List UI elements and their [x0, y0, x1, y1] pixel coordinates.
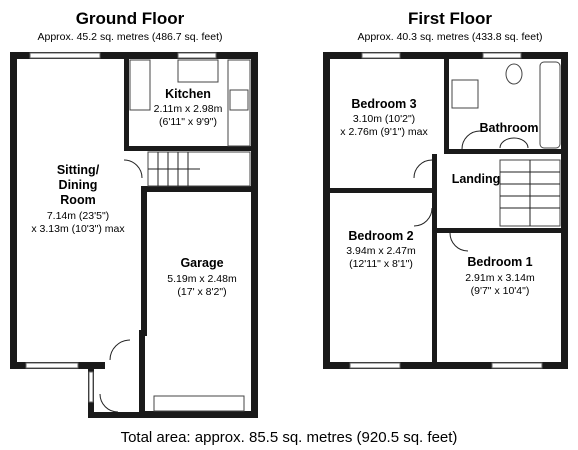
- bathtub: [539, 61, 561, 149]
- gf-bottom-wall-garage: [140, 411, 258, 418]
- garage-top-wall: [141, 186, 258, 192]
- front-door: [99, 393, 119, 413]
- bedroom1-dims-metric: 2.91m x 3.14m: [465, 272, 535, 284]
- ff-stairs: [499, 159, 561, 227]
- ff-right-wall: [561, 52, 568, 368]
- bedroom1-top-wall: [437, 228, 561, 233]
- kitchen-dims-imperial: (6'11" x 9'9"): [159, 116, 217, 128]
- sitting-window-bottom: [25, 362, 79, 369]
- gf-window-top-left: [29, 52, 101, 59]
- bedroom1-window: [491, 362, 543, 369]
- bathroom-bottom-wall: [444, 149, 568, 154]
- bedroom1-label: Bedroom 1: [467, 255, 532, 269]
- ff-bottom-wall: [323, 362, 568, 369]
- sitting-dims-line2: x 3.13m (10'3") max: [31, 223, 125, 235]
- gf-top-wall: [10, 52, 258, 59]
- bedroom2-top-wall: [330, 188, 432, 193]
- bedroom3-window: [361, 52, 401, 59]
- gf-hall-door: [123, 159, 143, 179]
- porch-bottom-wall: [88, 412, 143, 418]
- basin: [499, 137, 529, 149]
- first-floor-area: Approx. 40.3 sq. metres (433.8 sq. feet): [357, 31, 542, 43]
- gf-left-wall: [10, 52, 17, 368]
- bedroom2-door: [413, 207, 433, 227]
- bedroom2-dims-metric: 3.94m x 2.47m: [346, 245, 416, 257]
- ground-floor-title: Ground Floor: [76, 9, 185, 28]
- garage-door: [153, 395, 245, 412]
- bedroom3-door: [413, 159, 433, 179]
- bathroom-door: [461, 130, 481, 150]
- kitchen-label: Kitchen: [165, 87, 211, 101]
- sitting-label-line2: Dining: [59, 178, 98, 192]
- porch-inner-door: [109, 339, 131, 361]
- bedroom1-door: [449, 232, 469, 252]
- bedroom2-window: [349, 362, 401, 369]
- bedroom2-dims-imperial: (12'11" x 8'1"): [349, 258, 413, 270]
- bedroom3-dims-line2: x 2.76m (9'1") max: [340, 126, 428, 138]
- kitchen-counter-left: [129, 59, 151, 111]
- garage-label: Garage: [180, 256, 223, 270]
- kitchen-left-wall: [124, 59, 129, 151]
- ground-floor-area: Approx. 45.2 sq. metres (486.7 sq. feet): [37, 31, 222, 43]
- bedroom2-label: Bedroom 2: [348, 229, 413, 243]
- sitting-dims-line1: 7.14m (23'5"): [47, 210, 109, 222]
- first-floor-plan: [323, 52, 568, 369]
- garage-left-wall-lower: [139, 330, 145, 418]
- bathroom-left-wall: [444, 59, 449, 154]
- ff-top-wall: [323, 52, 568, 59]
- landing-label: Landing: [452, 172, 501, 186]
- total-area: Total area: approx. 85.5 sq. metres (920…: [121, 429, 458, 446]
- garage-left-wall: [141, 186, 147, 336]
- hob: [229, 89, 249, 111]
- gf-right-wall: [251, 52, 258, 418]
- porch-window: [88, 371, 94, 403]
- first-floor-title: First Floor: [408, 9, 492, 28]
- bedroom3-dims-line1: 3.10m (10'2"): [353, 113, 415, 125]
- kitchen-dims-metric: 2.11m x 2.98m: [154, 103, 223, 115]
- sitting-label-line1: Sitting/: [57, 163, 100, 177]
- bedroom3-label: Bedroom 3: [351, 97, 416, 111]
- kitchen-window: [177, 52, 217, 59]
- stairs: [147, 151, 251, 187]
- kitchen-sink: [177, 59, 219, 83]
- ff-left-wall: [323, 52, 330, 368]
- bathroom-label: Bathroom: [479, 121, 538, 135]
- bedroom1-dims-imperial: (9'7" x 10'4"): [471, 285, 530, 297]
- kitchen-bottom-wall: [124, 146, 258, 151]
- shower-tray: [451, 79, 479, 109]
- ground-floor-plan: [10, 52, 258, 418]
- toilet: [505, 63, 523, 85]
- sitting-label-line3: Room: [60, 193, 95, 207]
- bathroom-window: [482, 52, 522, 59]
- garage-dims-metric: 5.19m x 2.48m: [167, 273, 237, 285]
- garage-dims-imperial: (17' x 8'2"): [177, 286, 226, 298]
- bedroom-divider-wall: [432, 154, 437, 362]
